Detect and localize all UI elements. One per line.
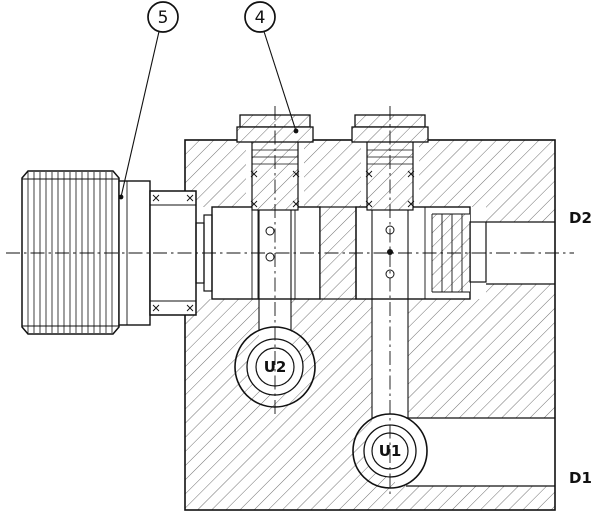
port-d1-label: D1 — [569, 469, 592, 487]
port-d1-lines — [406, 417, 555, 487]
balloon-5-circle — [147, 1, 179, 33]
spool-hole-1 — [265, 226, 275, 236]
port-d2 — [486, 221, 555, 285]
adjustment-knob — [21, 170, 151, 335]
plug2-thread-marks — [365, 170, 415, 208]
knob-chamfer-lines — [22, 178, 119, 327]
hex-flat-lines — [150, 204, 196, 302]
port-d1 — [406, 417, 555, 487]
spool-hole-center — [387, 249, 393, 255]
port-d2-lines — [486, 221, 555, 285]
centerlines — [6, 106, 574, 498]
balloon-4-leader — [263, 31, 297, 132]
port-u2-label: U2 — [264, 358, 287, 376]
plug1-thread-marks — [250, 170, 300, 208]
thread-marks-nut — [152, 194, 194, 312]
balloon-5-label: 5 — [158, 8, 169, 28]
plug2-bore-lines — [371, 210, 409, 418]
balloon-5: 5 — [118, 1, 179, 200]
knob-body — [21, 170, 120, 335]
port-d2-label: D2 — [569, 209, 592, 227]
balloon-4-circle — [244, 1, 276, 33]
balloon-4-label: 4 — [255, 8, 266, 28]
balloon-5-dot — [118, 194, 124, 200]
plug1-bore-lines — [258, 210, 292, 330]
balloon-5-leader — [120, 31, 160, 198]
port-u2: U2 — [234, 326, 316, 408]
balloon-4-dot — [293, 128, 299, 134]
knurl-lines — [27, 172, 113, 333]
spool-stub-right — [469, 221, 487, 283]
balloon-4: 4 — [244, 1, 299, 134]
